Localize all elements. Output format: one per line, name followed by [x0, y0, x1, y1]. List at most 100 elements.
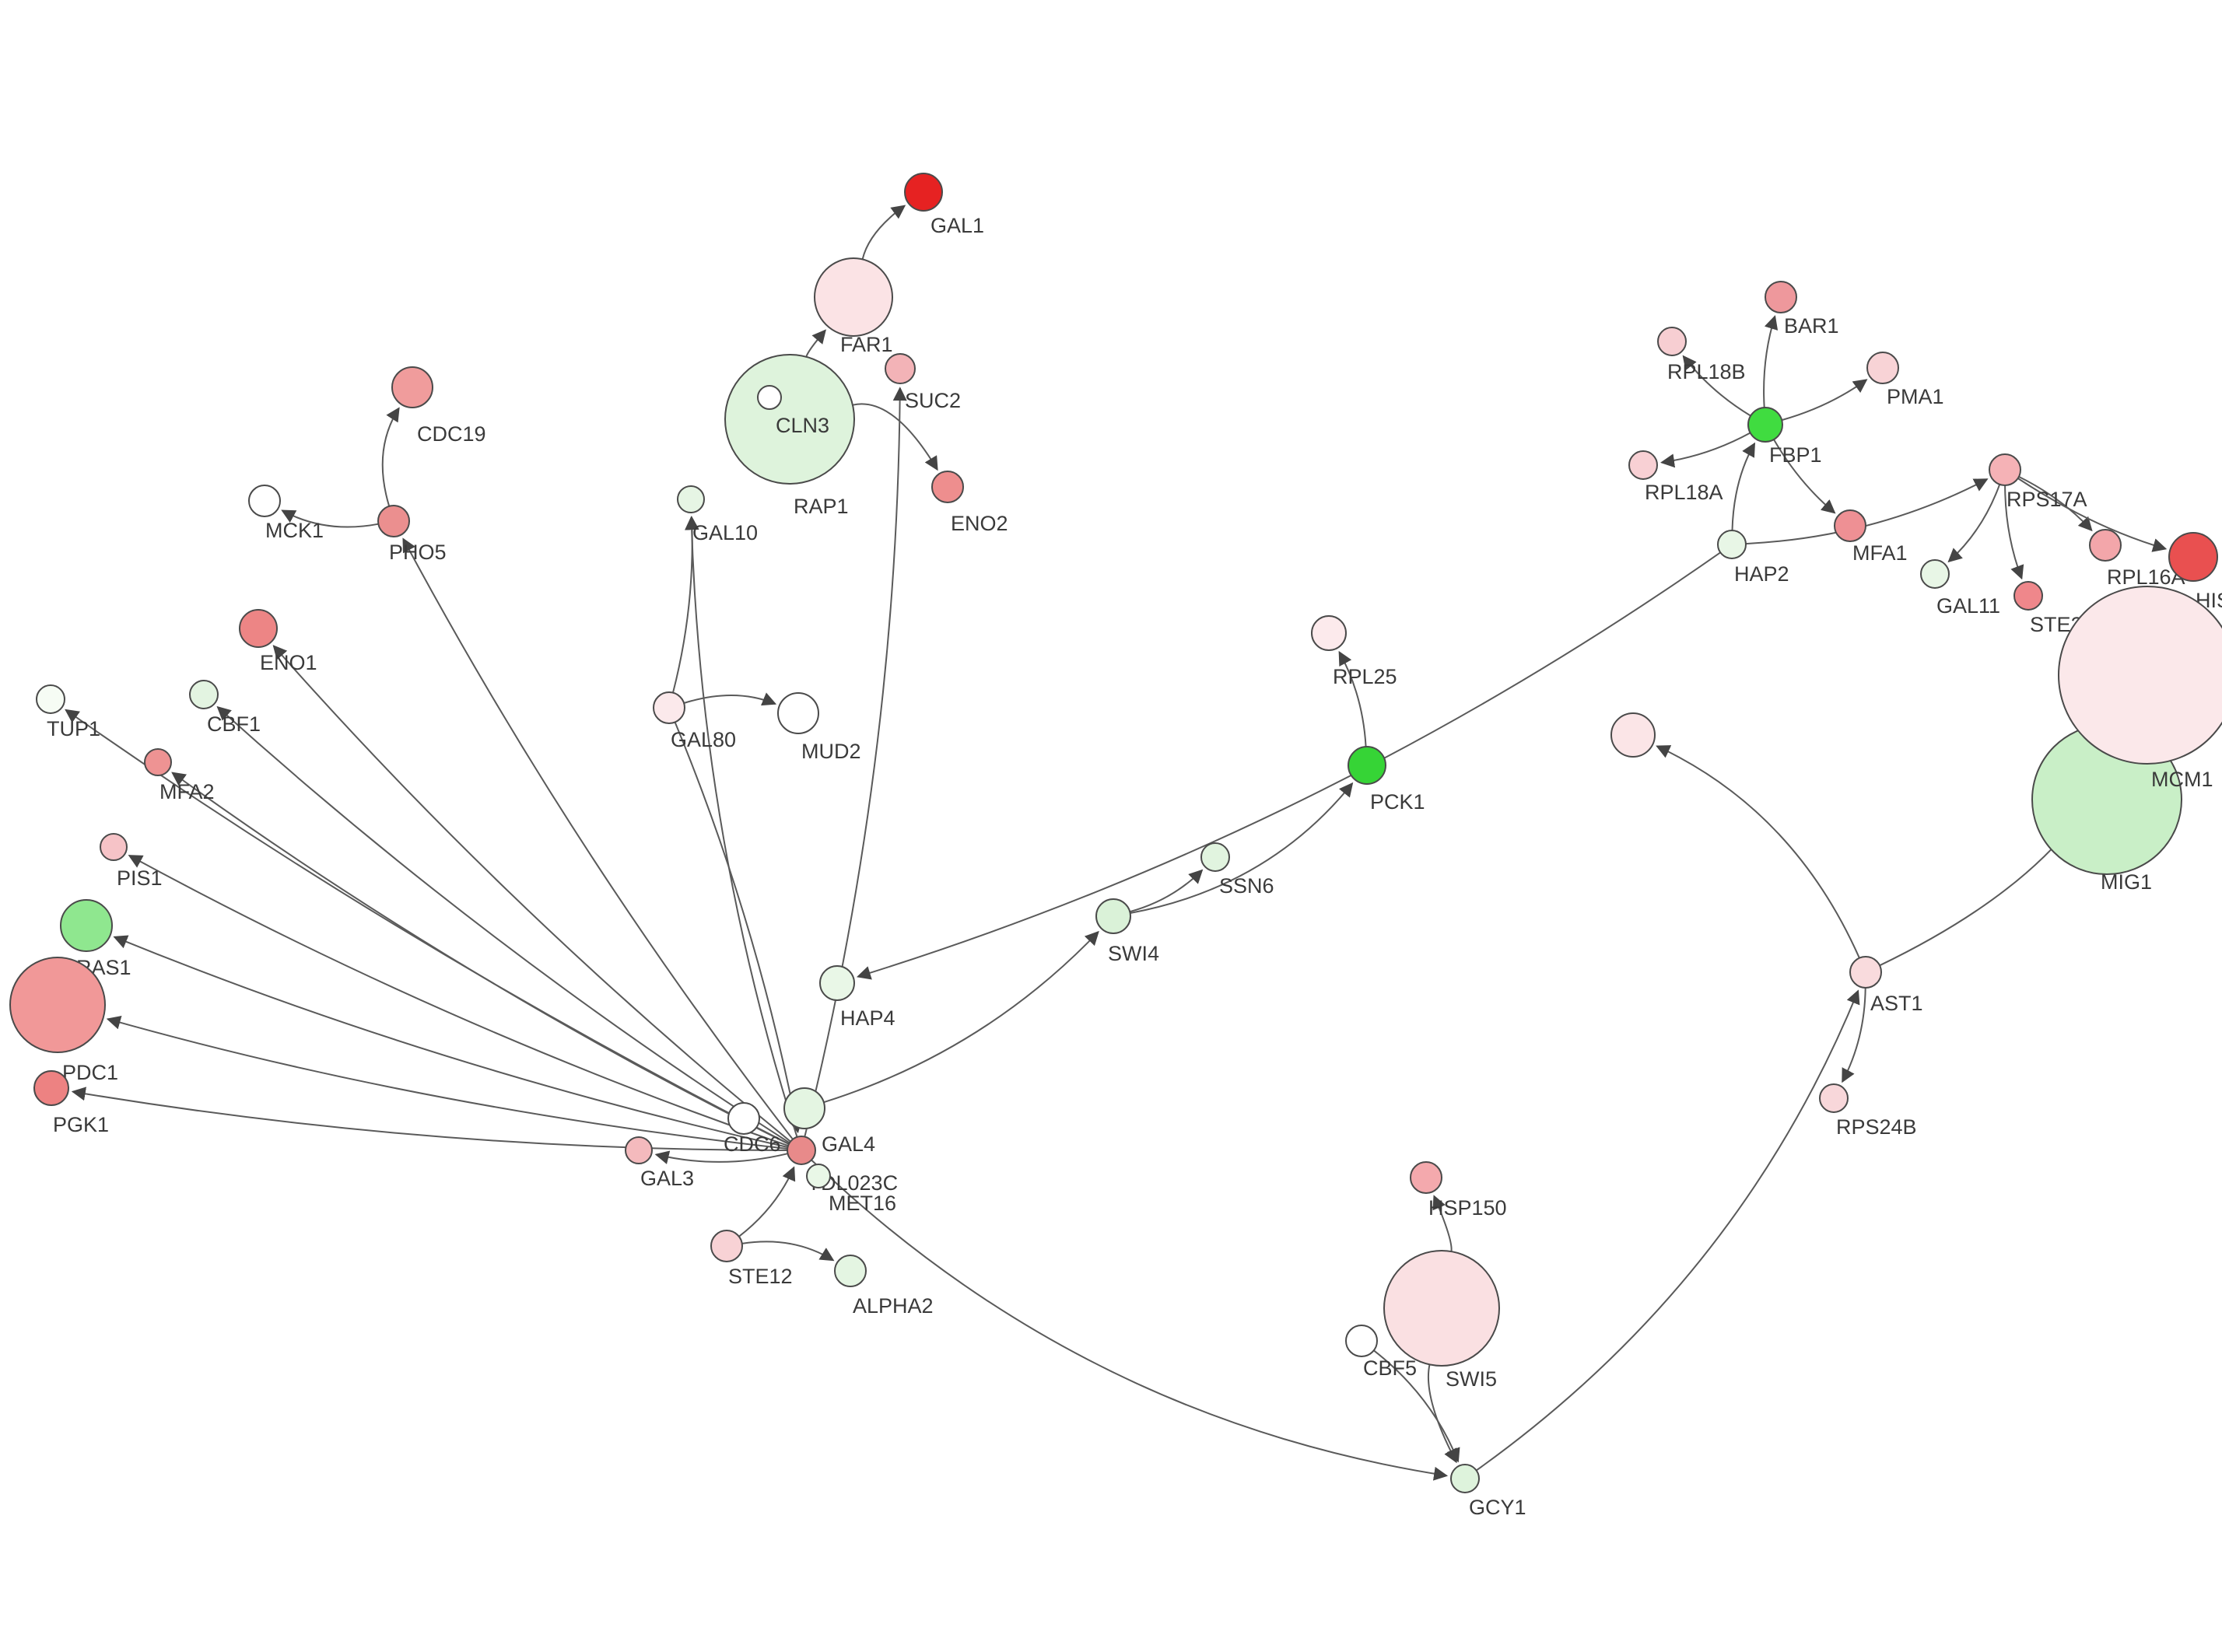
node-ENO2[interactable] [931, 471, 964, 503]
edge-PHO5-CDC19[interactable] [381, 407, 400, 507]
node-GAL10[interactable] [677, 485, 705, 513]
edge-GAL4-PGK1[interactable] [71, 1087, 788, 1151]
node-PMA1[interactable] [1866, 352, 1899, 384]
node-PHO5[interactable] [377, 505, 410, 537]
edge-RAP1-ENO2[interactable] [852, 403, 938, 471]
node-HAP4[interactable] [819, 965, 855, 1001]
node-BAR1[interactable] [1765, 281, 1797, 313]
edge-FBP1-RPL18A[interactable] [1660, 432, 1751, 468]
edge-GAL4-PHO5[interactable] [402, 537, 794, 1140]
edge-GAL80-GAL4[interactable] [674, 722, 803, 1134]
node-PIS1[interactable] [100, 833, 128, 861]
edge-GAL4-PDC1[interactable] [106, 1015, 788, 1150]
edge-GAL4-GAL3[interactable] [654, 1150, 788, 1164]
node-FAR1[interactable] [814, 257, 893, 337]
edge-GAL4-TUP1[interactable] [65, 709, 790, 1145]
node-CDC19[interactable] [391, 366, 433, 408]
node-GCY1[interactable] [1450, 1464, 1480, 1493]
node-label-GAL3: GAL3 [640, 1167, 694, 1190]
edge-GAL4-MFA2[interactable] [171, 772, 790, 1145]
node-GAL80[interactable] [653, 691, 685, 724]
edge-FBP1-PMA1[interactable] [1781, 379, 1868, 422]
node-SUC2[interactable] [885, 353, 916, 384]
edge-FAR1-GAL1[interactable] [861, 205, 906, 260]
node-MCK1[interactable] [248, 485, 281, 517]
node-FBP1[interactable] [1747, 407, 1783, 443]
edge-RPS17A-RPL16A[interactable] [2018, 476, 2093, 532]
node-PGK1[interactable] [33, 1070, 69, 1106]
node-YDL023C[interactable] [783, 1087, 825, 1129]
node-AST1[interactable] [1849, 956, 1882, 989]
node-label-SUC2: SUC2 [905, 389, 961, 412]
node-GAL4[interactable] [787, 1136, 816, 1165]
edge-HAP2-HAP4[interactable] [856, 551, 1721, 980]
node-UNK[interactable] [1610, 712, 1656, 758]
edge-PCK1-RPL25[interactable] [1338, 650, 1367, 747]
node-SWI4[interactable] [1095, 898, 1131, 934]
edge-FBP1-RPL18B[interactable] [1682, 355, 1751, 417]
edge-RPS17A-STE2[interactable] [2004, 485, 2024, 580]
node-RAS1[interactable] [60, 899, 113, 952]
edge-GAL80-GAL10[interactable] [672, 516, 699, 693]
node-RPS24B[interactable] [1819, 1083, 1849, 1113]
edge-SWI4-SSN6[interactable] [1129, 869, 1204, 913]
node-label-GCY1: GCY1 [1469, 1496, 1526, 1519]
node-PDC1[interactable] [9, 957, 106, 1053]
edge-GCY1-AST1[interactable] [1476, 989, 1860, 1472]
edge-GAL4-CBF1[interactable] [216, 705, 790, 1144]
edge-AST1-RPS24B[interactable] [1842, 987, 1866, 1083]
node-CLN3[interactable] [757, 385, 782, 410]
node-MFA1[interactable] [1834, 509, 1866, 542]
edge-SWI4-PCK1[interactable] [1130, 782, 1354, 914]
edge-AST1-UNK[interactable] [1656, 745, 1860, 959]
edge-FBP1-MFA1[interactable] [1773, 439, 1836, 514]
edge-GAL4-RAS1[interactable] [113, 935, 788, 1148]
node-GAL11[interactable] [1920, 559, 1950, 589]
edge-STE12-ALPHA2[interactable] [741, 1241, 835, 1262]
node-GAL3[interactable] [625, 1136, 653, 1164]
node-HAP2[interactable] [1717, 530, 1747, 559]
node-STE2[interactable] [2013, 581, 2043, 611]
edge-GAL4-ENO1[interactable] [272, 645, 791, 1143]
node-MCM1[interactable] [2058, 586, 2222, 765]
node-ENO1[interactable] [239, 609, 278, 648]
node-MET16[interactable] [806, 1164, 831, 1188]
edge-HAP2-RPS17A[interactable] [1745, 478, 1989, 545]
node-RPS17A[interactable] [1989, 453, 2021, 486]
node-CDC6[interactable] [727, 1102, 760, 1135]
node-RPL18A[interactable] [1628, 450, 1658, 480]
node-GAL1[interactable] [904, 173, 943, 212]
node-SWI5[interactable] [1383, 1250, 1500, 1367]
node-CBF1[interactable] [189, 680, 219, 709]
node-ALPHA2[interactable] [834, 1255, 867, 1287]
edge-GAL80-MUD2[interactable] [683, 692, 777, 706]
node-RPL16A[interactable] [2089, 529, 2122, 562]
edge-SWI5-HSP150[interactable] [1432, 1195, 1453, 1252]
edge-GAL4-PIS1[interactable] [128, 855, 789, 1147]
edge-GAL4-SUC2[interactable] [804, 387, 907, 1137]
edge-YDL023C-SWI4[interactable] [823, 930, 1099, 1104]
node-TUP1[interactable] [36, 684, 65, 714]
edge-RAP1-FAR1[interactable] [805, 329, 826, 358]
node-MFA2[interactable] [144, 748, 172, 776]
edge-CBF5-GCY1[interactable] [1373, 1349, 1460, 1463]
edge-GAL4-GAL10[interactable] [685, 516, 798, 1138]
edge-GAL4-GCY1[interactable] [811, 1159, 1449, 1481]
node-MUD2[interactable] [777, 692, 819, 734]
edge-STE12-GAL4[interactable] [738, 1166, 796, 1237]
node-SSN6[interactable] [1200, 842, 1230, 872]
edge-RPS17A-GAL11[interactable] [1947, 484, 2001, 563]
node-RPL18B[interactable] [1657, 327, 1687, 356]
edge-FBP1-BAR1[interactable] [1763, 315, 1779, 408]
node-HIS4[interactable] [2168, 532, 2218, 582]
edge-PHO5-MCK1[interactable] [281, 509, 379, 528]
node-RPL25[interactable] [1311, 615, 1347, 651]
node-HSP150[interactable] [1410, 1161, 1442, 1194]
node-group-MCK1: MCK1 [248, 485, 324, 542]
node-RAP1[interactable] [724, 354, 855, 485]
node-STE12[interactable] [710, 1230, 743, 1262]
node-PCK1[interactable] [1348, 746, 1386, 785]
node-CBF5[interactable] [1345, 1325, 1378, 1357]
edge-HAP2-FBP1[interactable] [1731, 442, 1755, 531]
edge-RPS17A-HIS4[interactable] [2017, 478, 2168, 552]
